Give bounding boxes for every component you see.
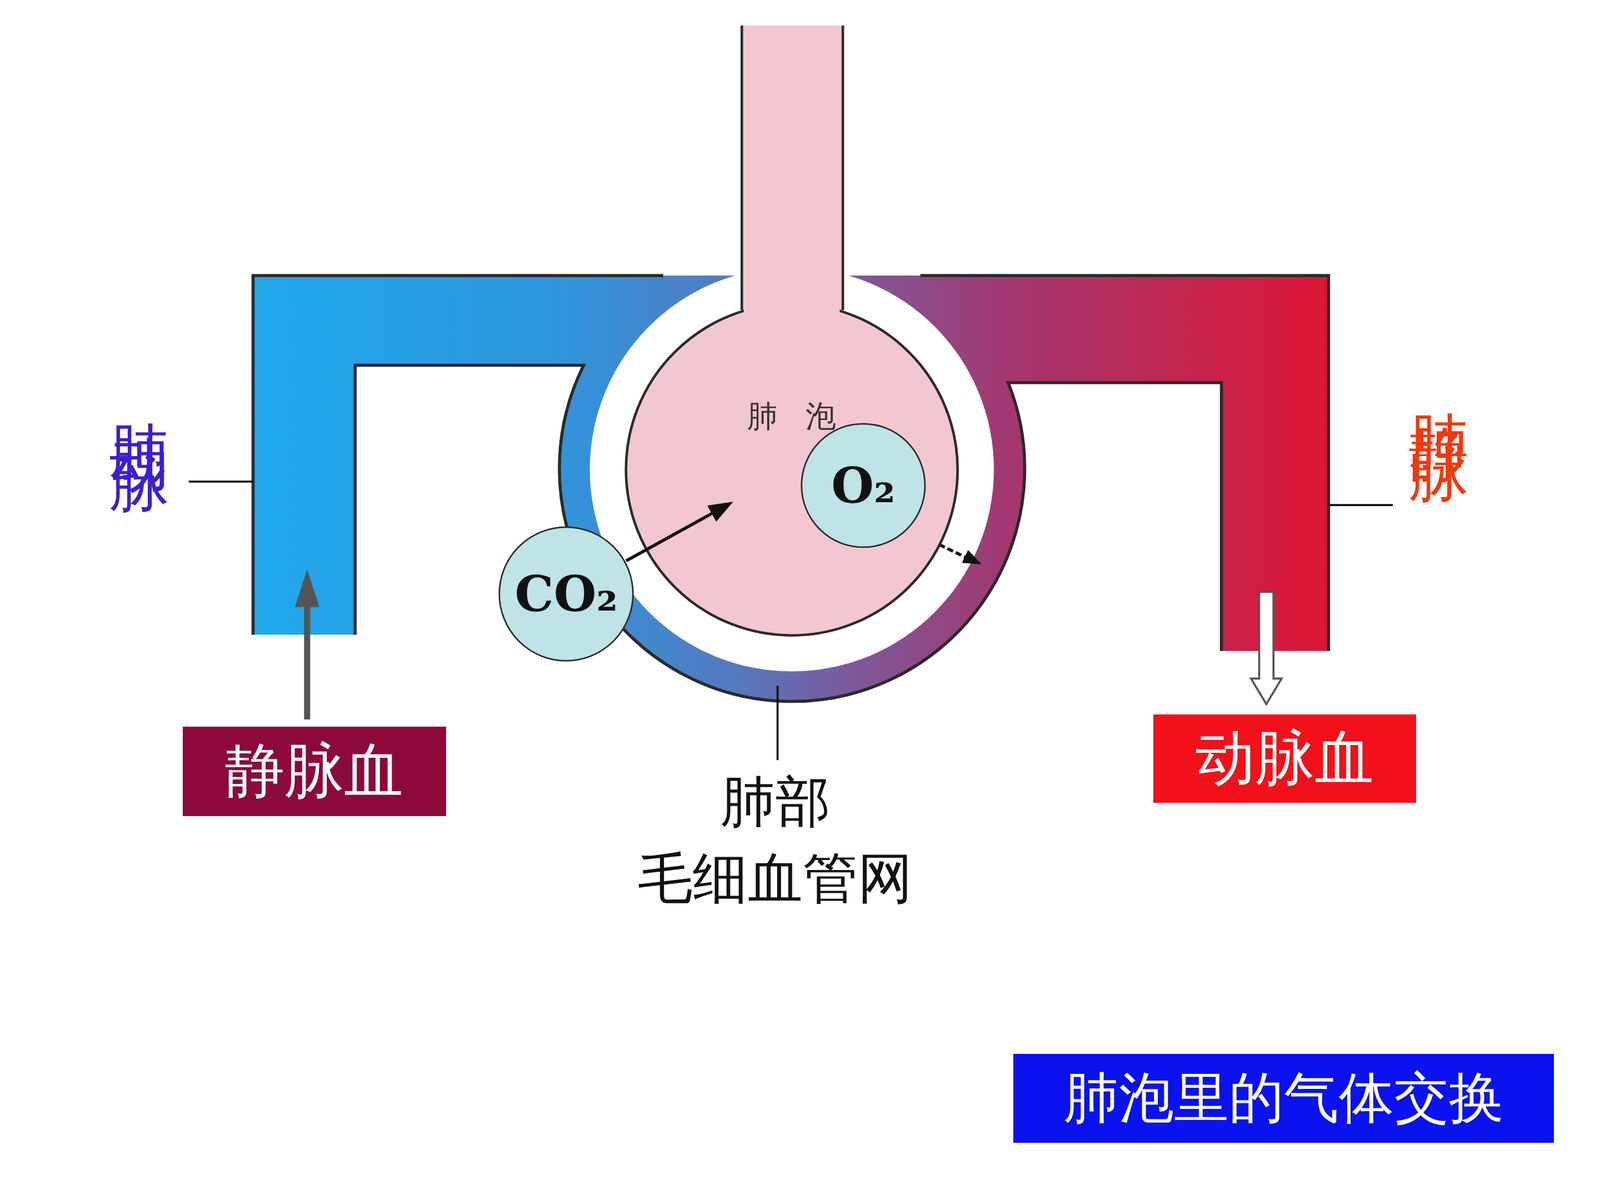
- vessel-label: 肺静脉: [1409, 365, 1469, 409]
- gas-exchange-arrow: [626, 501, 734, 561]
- airway-wall: [741, 25, 843, 310]
- flow-arrow: [303, 602, 310, 720]
- blood-label-box: 动脉血: [1153, 714, 1417, 804]
- title-text: 肺泡里的气体交换: [1063, 1061, 1504, 1136]
- blood-type-text: 静脉血: [182, 726, 447, 817]
- vessel-label: 肺动脉: [110, 375, 170, 419]
- arrow-shaft: [626, 511, 717, 561]
- airway-opening: [743, 297, 840, 314]
- gas-bubble: CO₂: [497, 525, 635, 663]
- leader-line: [188, 480, 254, 483]
- flow-arrow-head: [295, 569, 320, 608]
- airway-tube: [741, 25, 843, 322]
- gas-formula: CO₂: [497, 525, 635, 663]
- leader-line: [776, 685, 779, 760]
- capillary-label: 肺部 毛细血管网: [612, 763, 939, 917]
- alveolus-label: 肺泡: [624, 397, 959, 435]
- blood-label-box: 静脉血: [182, 726, 447, 817]
- blood-type-text: 动脉血: [1153, 714, 1417, 804]
- leader-line: [1328, 503, 1393, 507]
- hollow-flow-arrow: [1251, 591, 1282, 704]
- gas-formula: O₂: [800, 422, 927, 549]
- oxygen-arrow-head: [961, 550, 982, 565]
- title-box: 肺泡里的气体交换: [1013, 1053, 1554, 1143]
- arrow-head: [707, 501, 734, 522]
- alveolus-gap: [590, 267, 994, 672]
- gas-bubble: O₂: [800, 422, 927, 549]
- alveolus-circle: 肺泡O₂: [624, 302, 959, 637]
- alveolus-shape: [626, 303, 958, 635]
